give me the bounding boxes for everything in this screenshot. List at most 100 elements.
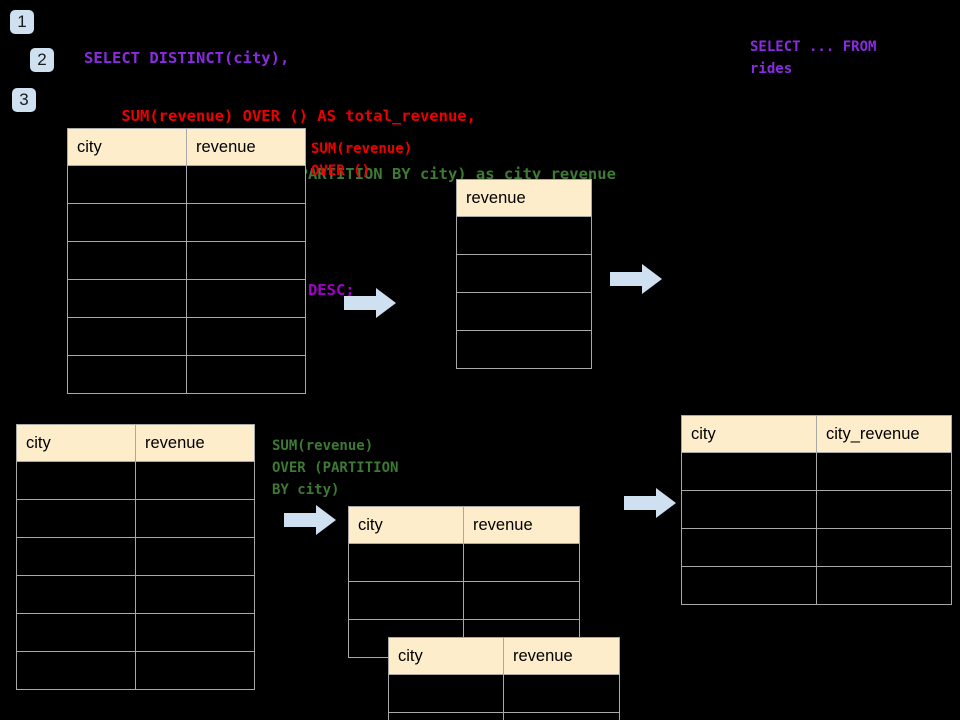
- table-row: [456, 216, 592, 255]
- table-row: [456, 330, 592, 369]
- partition-group-table-back: city revenue: [348, 506, 580, 658]
- select-from-rides-annotation: SELECT ... FROM rides: [750, 39, 877, 77]
- table-row: [681, 452, 952, 491]
- arrow-partition-to-result: [624, 488, 676, 518]
- cell-revenue: [463, 581, 580, 620]
- cell-revenue: [135, 499, 255, 538]
- column-header-city: city: [16, 424, 136, 462]
- table-row: [456, 254, 592, 293]
- cell-city-revenue: [816, 528, 952, 567]
- cell-revenue: [135, 537, 255, 576]
- column-header-revenue: revenue: [503, 637, 620, 675]
- column-header-revenue: revenue: [456, 179, 592, 217]
- table-row: [348, 543, 580, 582]
- cell-revenue: [186, 355, 306, 394]
- cell-city: [348, 581, 464, 620]
- cell-city: [16, 537, 136, 576]
- table-row: [67, 165, 306, 204]
- column-header-city: city: [67, 128, 187, 166]
- step-badge-2: 2: [30, 48, 54, 72]
- column-header-city-revenue: city_revenue: [816, 415, 952, 453]
- step-badge-1-label: 1: [17, 12, 27, 31]
- table-row: [16, 499, 255, 538]
- cell-city: [67, 355, 187, 394]
- cell-city: [388, 712, 504, 720]
- cell-city: [16, 575, 136, 614]
- total-revenue-table: revenue: [456, 179, 592, 369]
- column-header-city: city: [348, 506, 464, 544]
- sum-over-empty-annotation: SUM(revenue) OVER (): [311, 141, 413, 179]
- cell-revenue: [186, 317, 306, 356]
- sql-line-select: SELECT DISTINCT(city),: [84, 49, 290, 67]
- table-row: [67, 279, 306, 318]
- table-row: [456, 292, 592, 331]
- cell-city: [67, 317, 187, 356]
- cell-revenue: [503, 674, 620, 713]
- cell-city: [681, 452, 817, 491]
- cell-revenue: [186, 279, 306, 318]
- cell-revenue: [456, 254, 592, 293]
- cell-revenue: [135, 651, 255, 690]
- table-row: [16, 461, 255, 500]
- cell-city: [388, 674, 504, 713]
- cell-revenue: [463, 543, 580, 582]
- table-row: [16, 575, 255, 614]
- cell-city: [681, 566, 817, 605]
- column-header-city: city: [681, 415, 817, 453]
- cell-revenue: [135, 575, 255, 614]
- table-header-row: city revenue: [388, 637, 620, 675]
- table-row: [681, 528, 952, 567]
- table-header-row: revenue: [456, 179, 592, 217]
- column-header-revenue: revenue: [186, 128, 306, 166]
- cell-city-revenue: [816, 490, 952, 529]
- partition-group-table-front: city revenue: [388, 637, 620, 720]
- step-badge-3-label: 3: [19, 90, 29, 109]
- cell-revenue: [186, 241, 306, 280]
- sum-over-partition-annotation: SUM(revenue) OVER (PARTITION BY city): [272, 438, 399, 498]
- cell-revenue: [186, 165, 306, 204]
- table-header-row: city city_revenue: [681, 415, 952, 453]
- cell-city: [16, 499, 136, 538]
- cell-revenue: [456, 330, 592, 369]
- cell-city: [16, 651, 136, 690]
- cell-city: [67, 203, 187, 242]
- cell-city: [16, 461, 136, 500]
- cell-revenue: [456, 216, 592, 255]
- table-row: [388, 712, 620, 720]
- cell-revenue: [135, 613, 255, 652]
- table-row: [16, 537, 255, 576]
- cell-revenue: [503, 712, 620, 720]
- table-row: [16, 651, 255, 690]
- table-row: [681, 566, 952, 605]
- cell-city: [16, 613, 136, 652]
- cell-revenue: [456, 292, 592, 331]
- cell-city-revenue: [816, 566, 952, 605]
- arrow-source-to-total: [344, 288, 396, 318]
- cell-city: [348, 543, 464, 582]
- table-row: [67, 355, 306, 394]
- table-row: [67, 241, 306, 280]
- arrow-source-to-partition: [284, 505, 336, 535]
- column-header-revenue: revenue: [135, 424, 255, 462]
- table-row: [16, 613, 255, 652]
- column-header-revenue: revenue: [463, 506, 580, 544]
- cell-city: [681, 528, 817, 567]
- sql-line-total-revenue: SUM(revenue) OVER () AS total_revenue,: [84, 107, 476, 125]
- table-row: [388, 674, 620, 713]
- cell-revenue: [135, 461, 255, 500]
- source-rides-table-partitioned: city revenue: [16, 424, 255, 690]
- source-rides-table: city revenue: [67, 128, 306, 394]
- step-badge-1: 1: [10, 10, 34, 34]
- step-badge-2-label: 2: [37, 50, 47, 69]
- cell-city: [67, 165, 187, 204]
- city-revenue-result-table: city city_revenue: [681, 415, 952, 605]
- step-badge-3: 3: [12, 88, 36, 112]
- table-row: [67, 317, 306, 356]
- column-header-city: city: [388, 637, 504, 675]
- cell-revenue: [186, 203, 306, 242]
- table-header-row: city revenue: [348, 506, 580, 544]
- table-row: [681, 490, 952, 529]
- cell-city-revenue: [816, 452, 952, 491]
- cell-city: [67, 241, 187, 280]
